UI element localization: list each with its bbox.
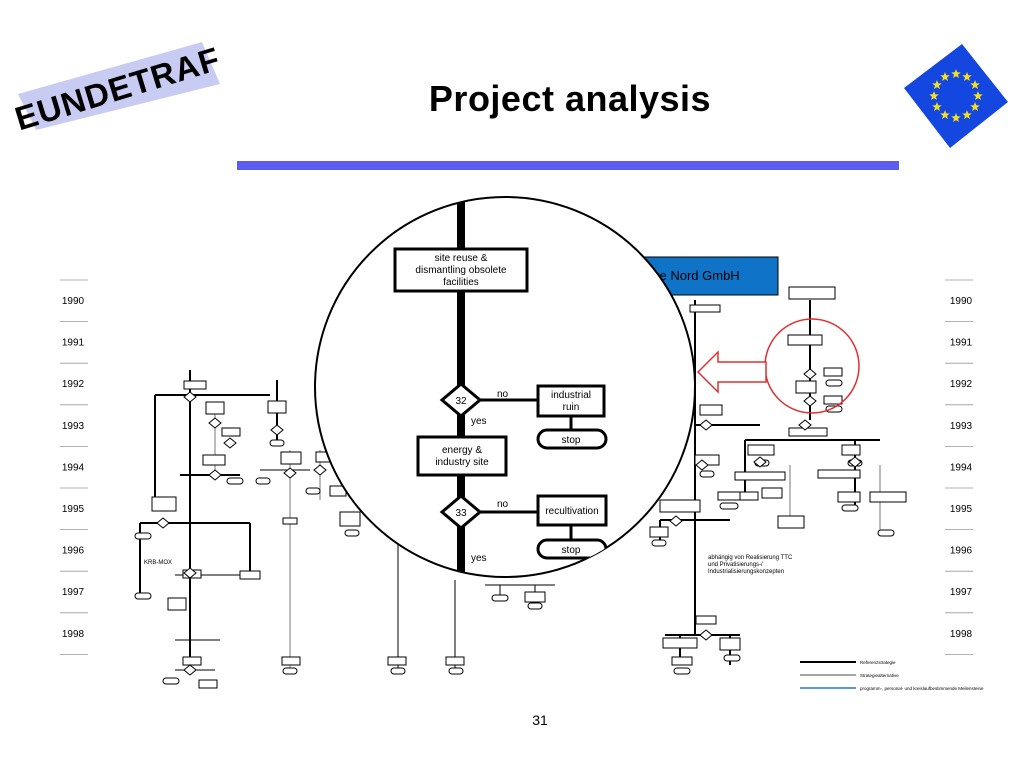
company-box-label: ke Nord GmbH xyxy=(653,268,740,283)
star-icon xyxy=(951,113,961,123)
zoom-recultivation-label: recultivation xyxy=(545,506,598,517)
krb-mox-label: KRB-MOX xyxy=(144,560,172,566)
timeline-year: 1997 xyxy=(950,587,973,598)
timeline-year: 1994 xyxy=(62,462,85,473)
zoom-stop-1 xyxy=(536,428,608,450)
zoom-no-1: no xyxy=(497,389,509,400)
legend-label: programm-, personal- und kreislaufbestim… xyxy=(860,686,984,691)
flag-stars xyxy=(929,69,983,123)
callout-arrow xyxy=(696,350,767,394)
zoom-stop-1-label: stop xyxy=(562,435,581,446)
dependency-note-line: und Privatisierungs-/ xyxy=(708,562,763,568)
page-title: Project analysis xyxy=(428,78,712,119)
timeline-year: 1991 xyxy=(62,338,85,349)
star-icon xyxy=(951,69,961,79)
dependency-note-line: Industrialisierungskonzepten xyxy=(708,569,784,575)
zoom-energy-text: energy &industry site xyxy=(435,445,489,468)
timeline-year: 1993 xyxy=(62,421,85,432)
timeline-right: 1990 1991 1992 1993 1994 1995 1996 1997 1998 xyxy=(945,279,973,655)
timeline-year: 1991 xyxy=(950,338,973,349)
timeline-year: 1995 xyxy=(62,504,85,515)
timeline-year: 1997 xyxy=(62,587,85,598)
dependency-note-line: abhängig von Realisierung TTC xyxy=(708,555,793,561)
zoom-industrial-ruin-box xyxy=(536,384,606,418)
timeline-year: 1992 xyxy=(950,379,973,390)
zoom-decision-32 xyxy=(439,382,483,418)
zoom-yes-1: yes xyxy=(471,416,487,427)
page-number: 31 xyxy=(532,712,548,728)
star-icon xyxy=(962,71,972,81)
zoom-stop-2-label: stop xyxy=(562,545,581,556)
zoom-decision-32-label: 32 xyxy=(455,396,467,407)
timeline-year: 1990 xyxy=(62,296,85,307)
legend-label: Strategiealternative xyxy=(860,673,899,678)
timeline-year: 1990 xyxy=(950,296,973,307)
timeline-year: 1994 xyxy=(950,462,973,473)
background-flowchart xyxy=(134,286,907,689)
eu-flag xyxy=(904,44,1008,148)
star-icon xyxy=(940,71,950,81)
dependency-note: abhängig von Realisierung TTC und Privat… xyxy=(708,555,794,575)
zoom-yes-2: yes xyxy=(471,553,487,564)
star-icon xyxy=(962,110,972,120)
star-icon xyxy=(973,91,983,101)
zoom-decision-33-label: 33 xyxy=(455,508,467,519)
star-icon xyxy=(932,102,942,112)
star-icon xyxy=(970,80,980,90)
zoom-recultivation-box xyxy=(536,494,608,527)
eundetraf-logo: EUNDETRAF xyxy=(14,40,224,133)
star-icon xyxy=(932,80,942,90)
zoom-reuse-box xyxy=(393,247,529,293)
zoom-decision-33 xyxy=(439,494,483,530)
star-icon xyxy=(940,110,950,120)
timeline-year: 1993 xyxy=(950,421,973,432)
star-icon xyxy=(929,91,939,101)
zoom-energy-box xyxy=(416,435,508,477)
star-icon xyxy=(970,102,980,112)
zoom-no-2: no xyxy=(497,499,509,510)
timeline-year: 1996 xyxy=(62,546,85,557)
timeline-year: 1992 xyxy=(62,379,85,390)
timeline-year: 1998 xyxy=(62,629,85,640)
timeline-year: 1996 xyxy=(950,546,973,557)
timeline-left: 1990 1991 1992 1993 1994 1995 1996 1997 1998 xyxy=(60,279,88,655)
legend-label: Referenzstrategie xyxy=(860,660,896,665)
timeline-year: 1995 xyxy=(950,504,973,515)
timeline-year: 1998 xyxy=(950,629,973,640)
header-rule xyxy=(237,161,899,170)
